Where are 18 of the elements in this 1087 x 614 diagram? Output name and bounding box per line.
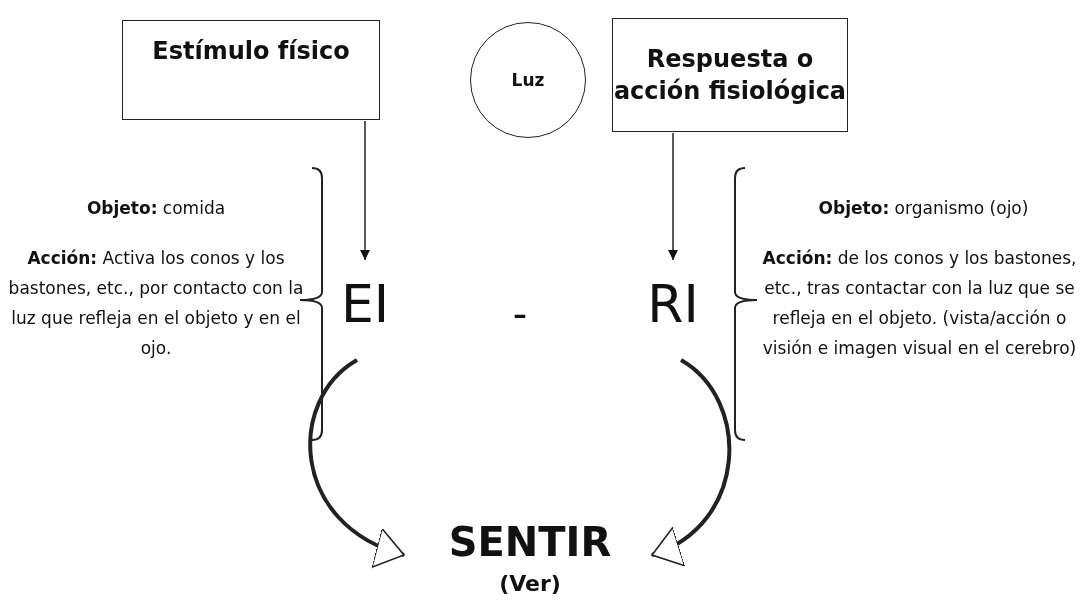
arrow: [308, 358, 405, 566]
term-text: RI: [647, 272, 699, 336]
description-text: Acción: Activa los conos y los bastones, etc., por contacto con la luz que refleja en el objeto y en el ojo.: [7, 247, 305, 360]
text-box: [612, 18, 848, 132]
arrow: [668, 132, 678, 261]
result-text: SENTIR: [448, 518, 612, 567]
arrow: [360, 120, 370, 261]
arrow: [651, 358, 731, 564]
node-label: Luz: [511, 68, 545, 92]
description-text: Acción: de los conos y los bastones, etc., tras contactar con la luz que se refleja en el objeto. (vista/acción o visión e imagen visual en el cerebro): [761, 247, 1078, 360]
description-text: Objeto: comida: [85, 197, 227, 220]
subtitle-text: (Ver): [499, 570, 561, 598]
description-text: Objeto: organismo (ojo): [817, 197, 1030, 220]
node-label: Estímulo físico: [152, 36, 350, 67]
term-text: EI: [340, 272, 390, 336]
node-label: Respuesta o acción fisiológica: [613, 43, 847, 107]
separator-text: -: [511, 290, 529, 338]
text-box: [122, 20, 380, 120]
